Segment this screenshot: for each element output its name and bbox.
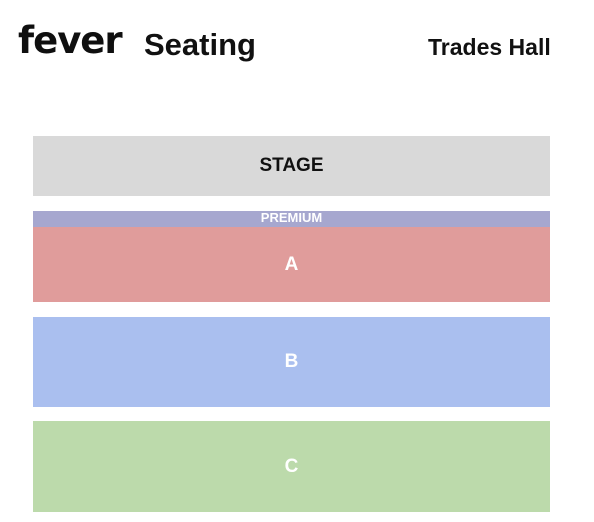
- seat-map: STAGE PREMIUM A B C: [33, 136, 550, 514]
- page-title: Seating: [144, 27, 256, 62]
- fever-logo: fever: [18, 19, 123, 62]
- section-b[interactable]: B: [33, 317, 550, 407]
- section-premium[interactable]: PREMIUM: [33, 211, 550, 227]
- stage-area: STAGE: [33, 136, 550, 196]
- venue-name: Trades Hall: [428, 34, 551, 60]
- section-a[interactable]: A: [33, 227, 550, 302]
- section-c[interactable]: C: [33, 421, 550, 512]
